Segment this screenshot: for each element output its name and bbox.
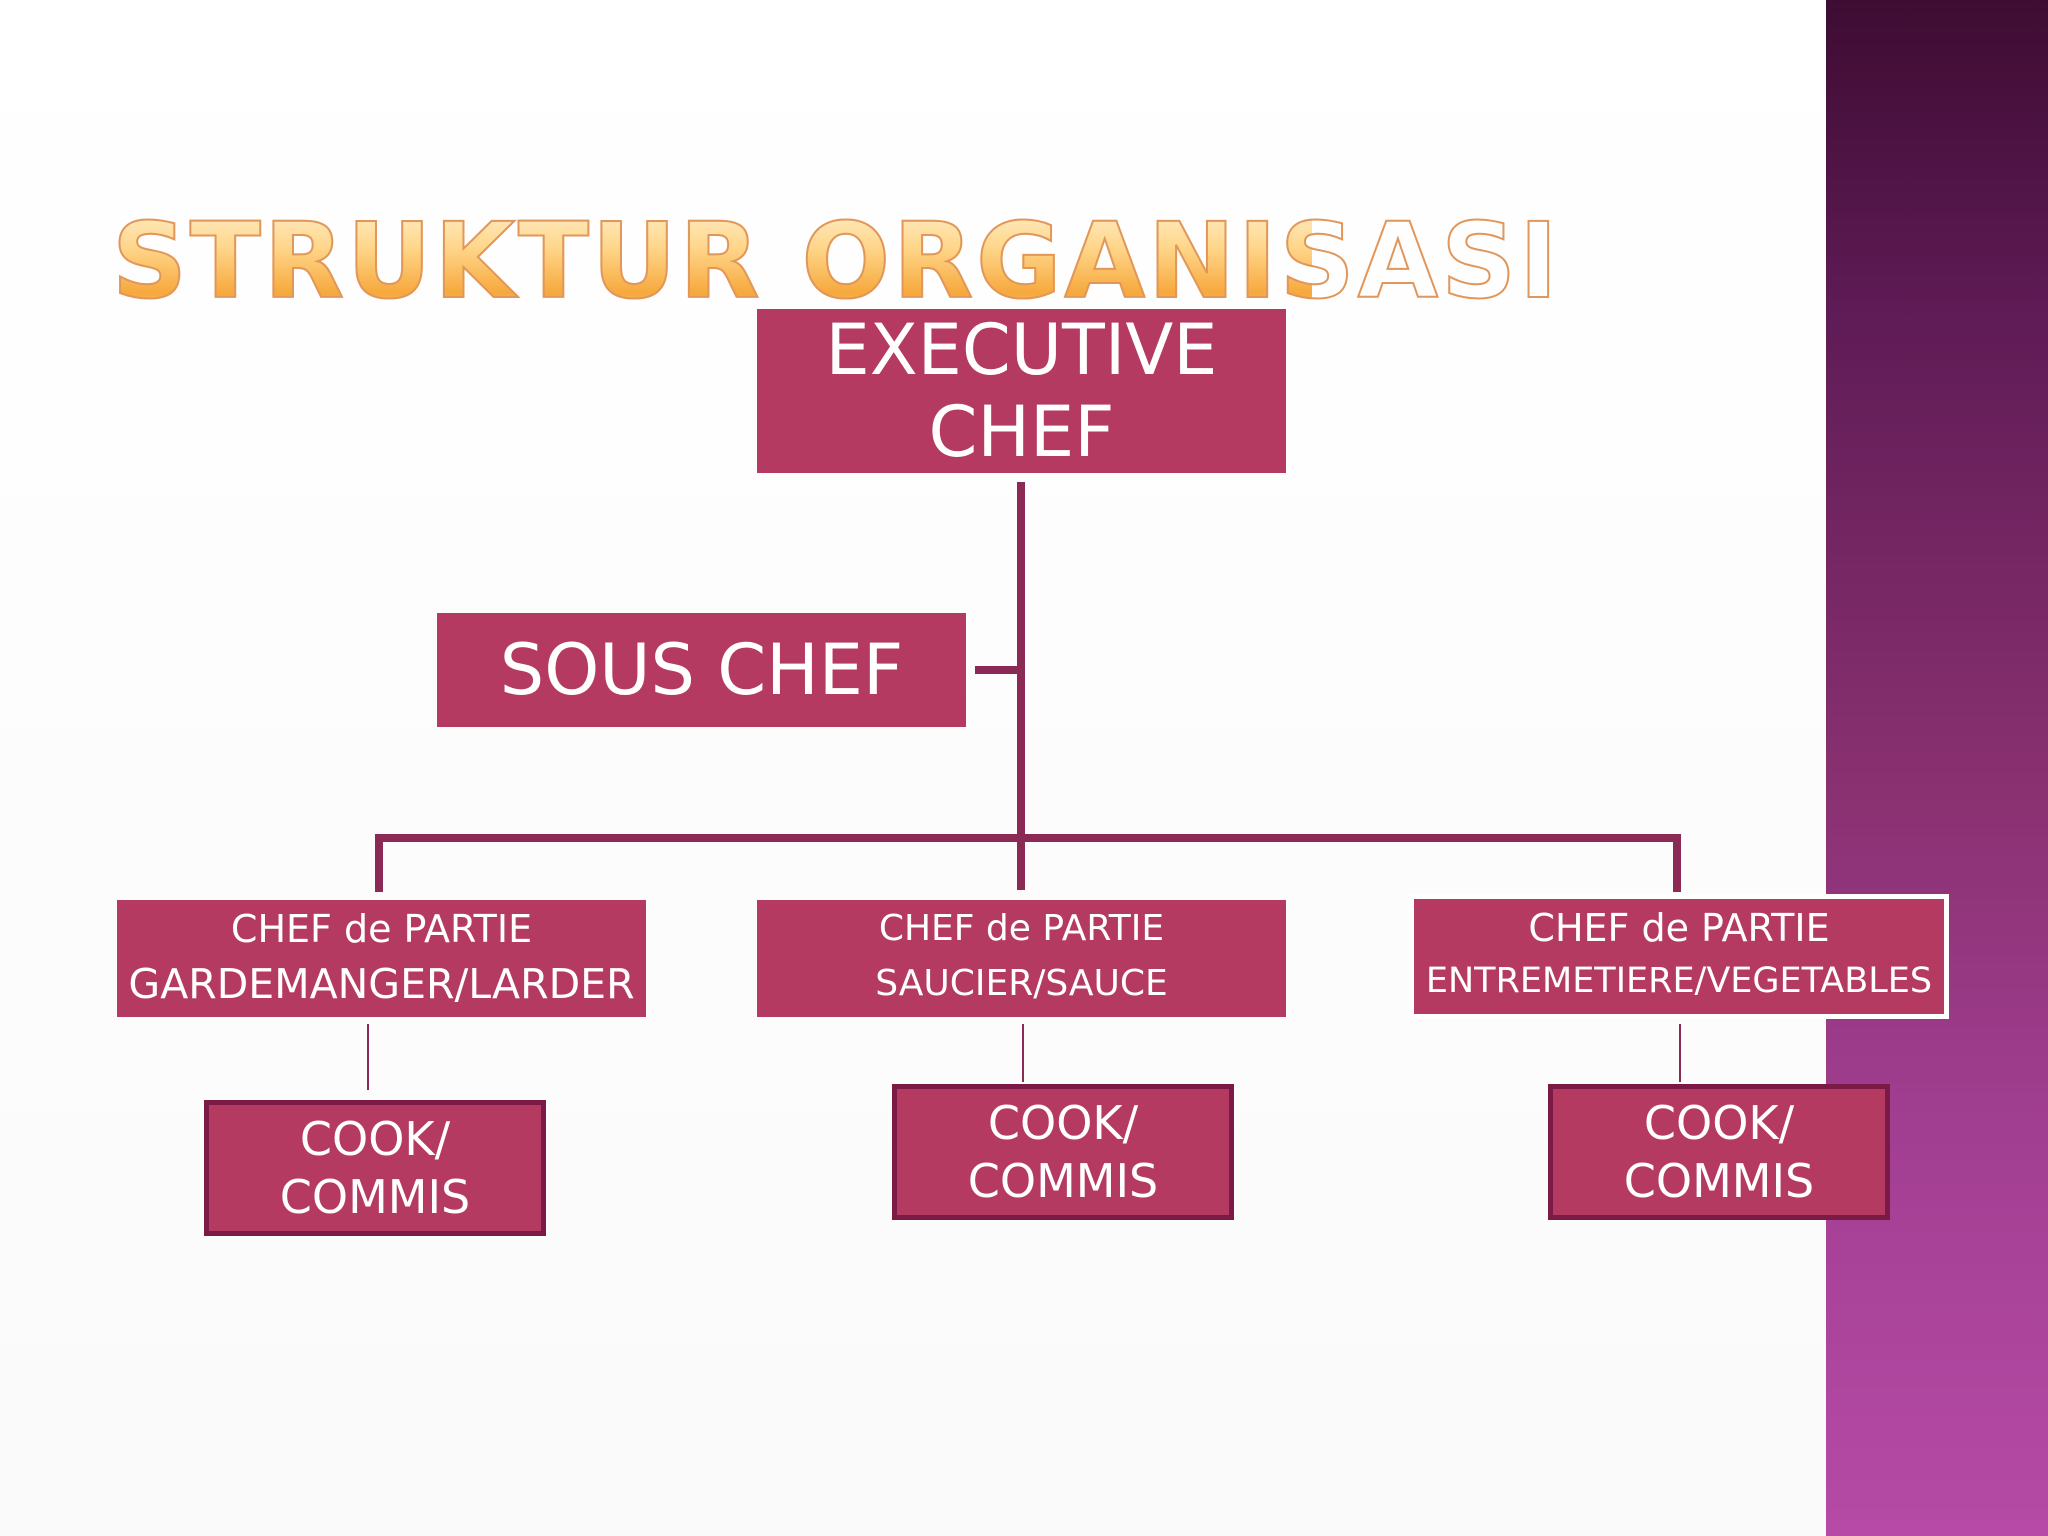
sous-chef-box: SOUS CHEF xyxy=(437,613,966,727)
chef-de-partie-gardemanger-title: CHEF de PARTIE xyxy=(230,907,533,952)
chef-de-partie-saucier-box: CHEF de PARTIE SAUCIER/SAUCE xyxy=(757,900,1286,1017)
chef-de-partie-entremetiere-station: ENTREMETIERE/VEGETABLES xyxy=(1425,961,1933,1002)
cook-commis-right-line2: COMMIS xyxy=(1623,1154,1815,1208)
cook-commis-box-right: COOK/ COMMIS xyxy=(1548,1084,1890,1220)
cook-commis-left-line2: COMMIS xyxy=(279,1170,471,1224)
cook-commis-right-line1: COOK/ xyxy=(1643,1096,1795,1150)
chef-de-partie-entremetiere-title: CHEF de PARTIE xyxy=(1528,905,1830,950)
cook-commis-middle-line1: COOK/ xyxy=(987,1096,1139,1150)
sous-chef-label: SOUS CHEF xyxy=(499,629,904,711)
slide-canvas xyxy=(0,0,1826,1536)
chef-de-partie-gardemanger-station: GARDEMANGER/LARDER xyxy=(128,959,635,1008)
cook-commis-middle-line2: COMMIS xyxy=(967,1154,1159,1208)
cook-commis-box-left: COOK/ COMMIS xyxy=(204,1100,546,1236)
executive-chef-line2: CHEF xyxy=(928,391,1115,473)
executive-chef-line1: EXECUTIVE xyxy=(825,309,1218,391)
executive-chef-box: EXECUTIVE CHEF xyxy=(757,309,1286,473)
cook-commis-left-line1: COOK/ xyxy=(299,1112,451,1166)
chef-de-partie-entremetiere-box: CHEF de PARTIE ENTREMETIERE/VEGETABLES xyxy=(1409,894,1949,1019)
cook-commis-box-middle: COOK/ COMMIS xyxy=(892,1084,1234,1220)
chef-de-partie-saucier-station: SAUCIER/SAUCE xyxy=(875,962,1168,1004)
side-decor-band xyxy=(1826,0,2048,1536)
chef-de-partie-saucier-title: CHEF de PARTIE xyxy=(878,908,1165,950)
chef-de-partie-gardemanger-box: CHEF de PARTIE GARDEMANGER/LARDER xyxy=(117,900,646,1017)
